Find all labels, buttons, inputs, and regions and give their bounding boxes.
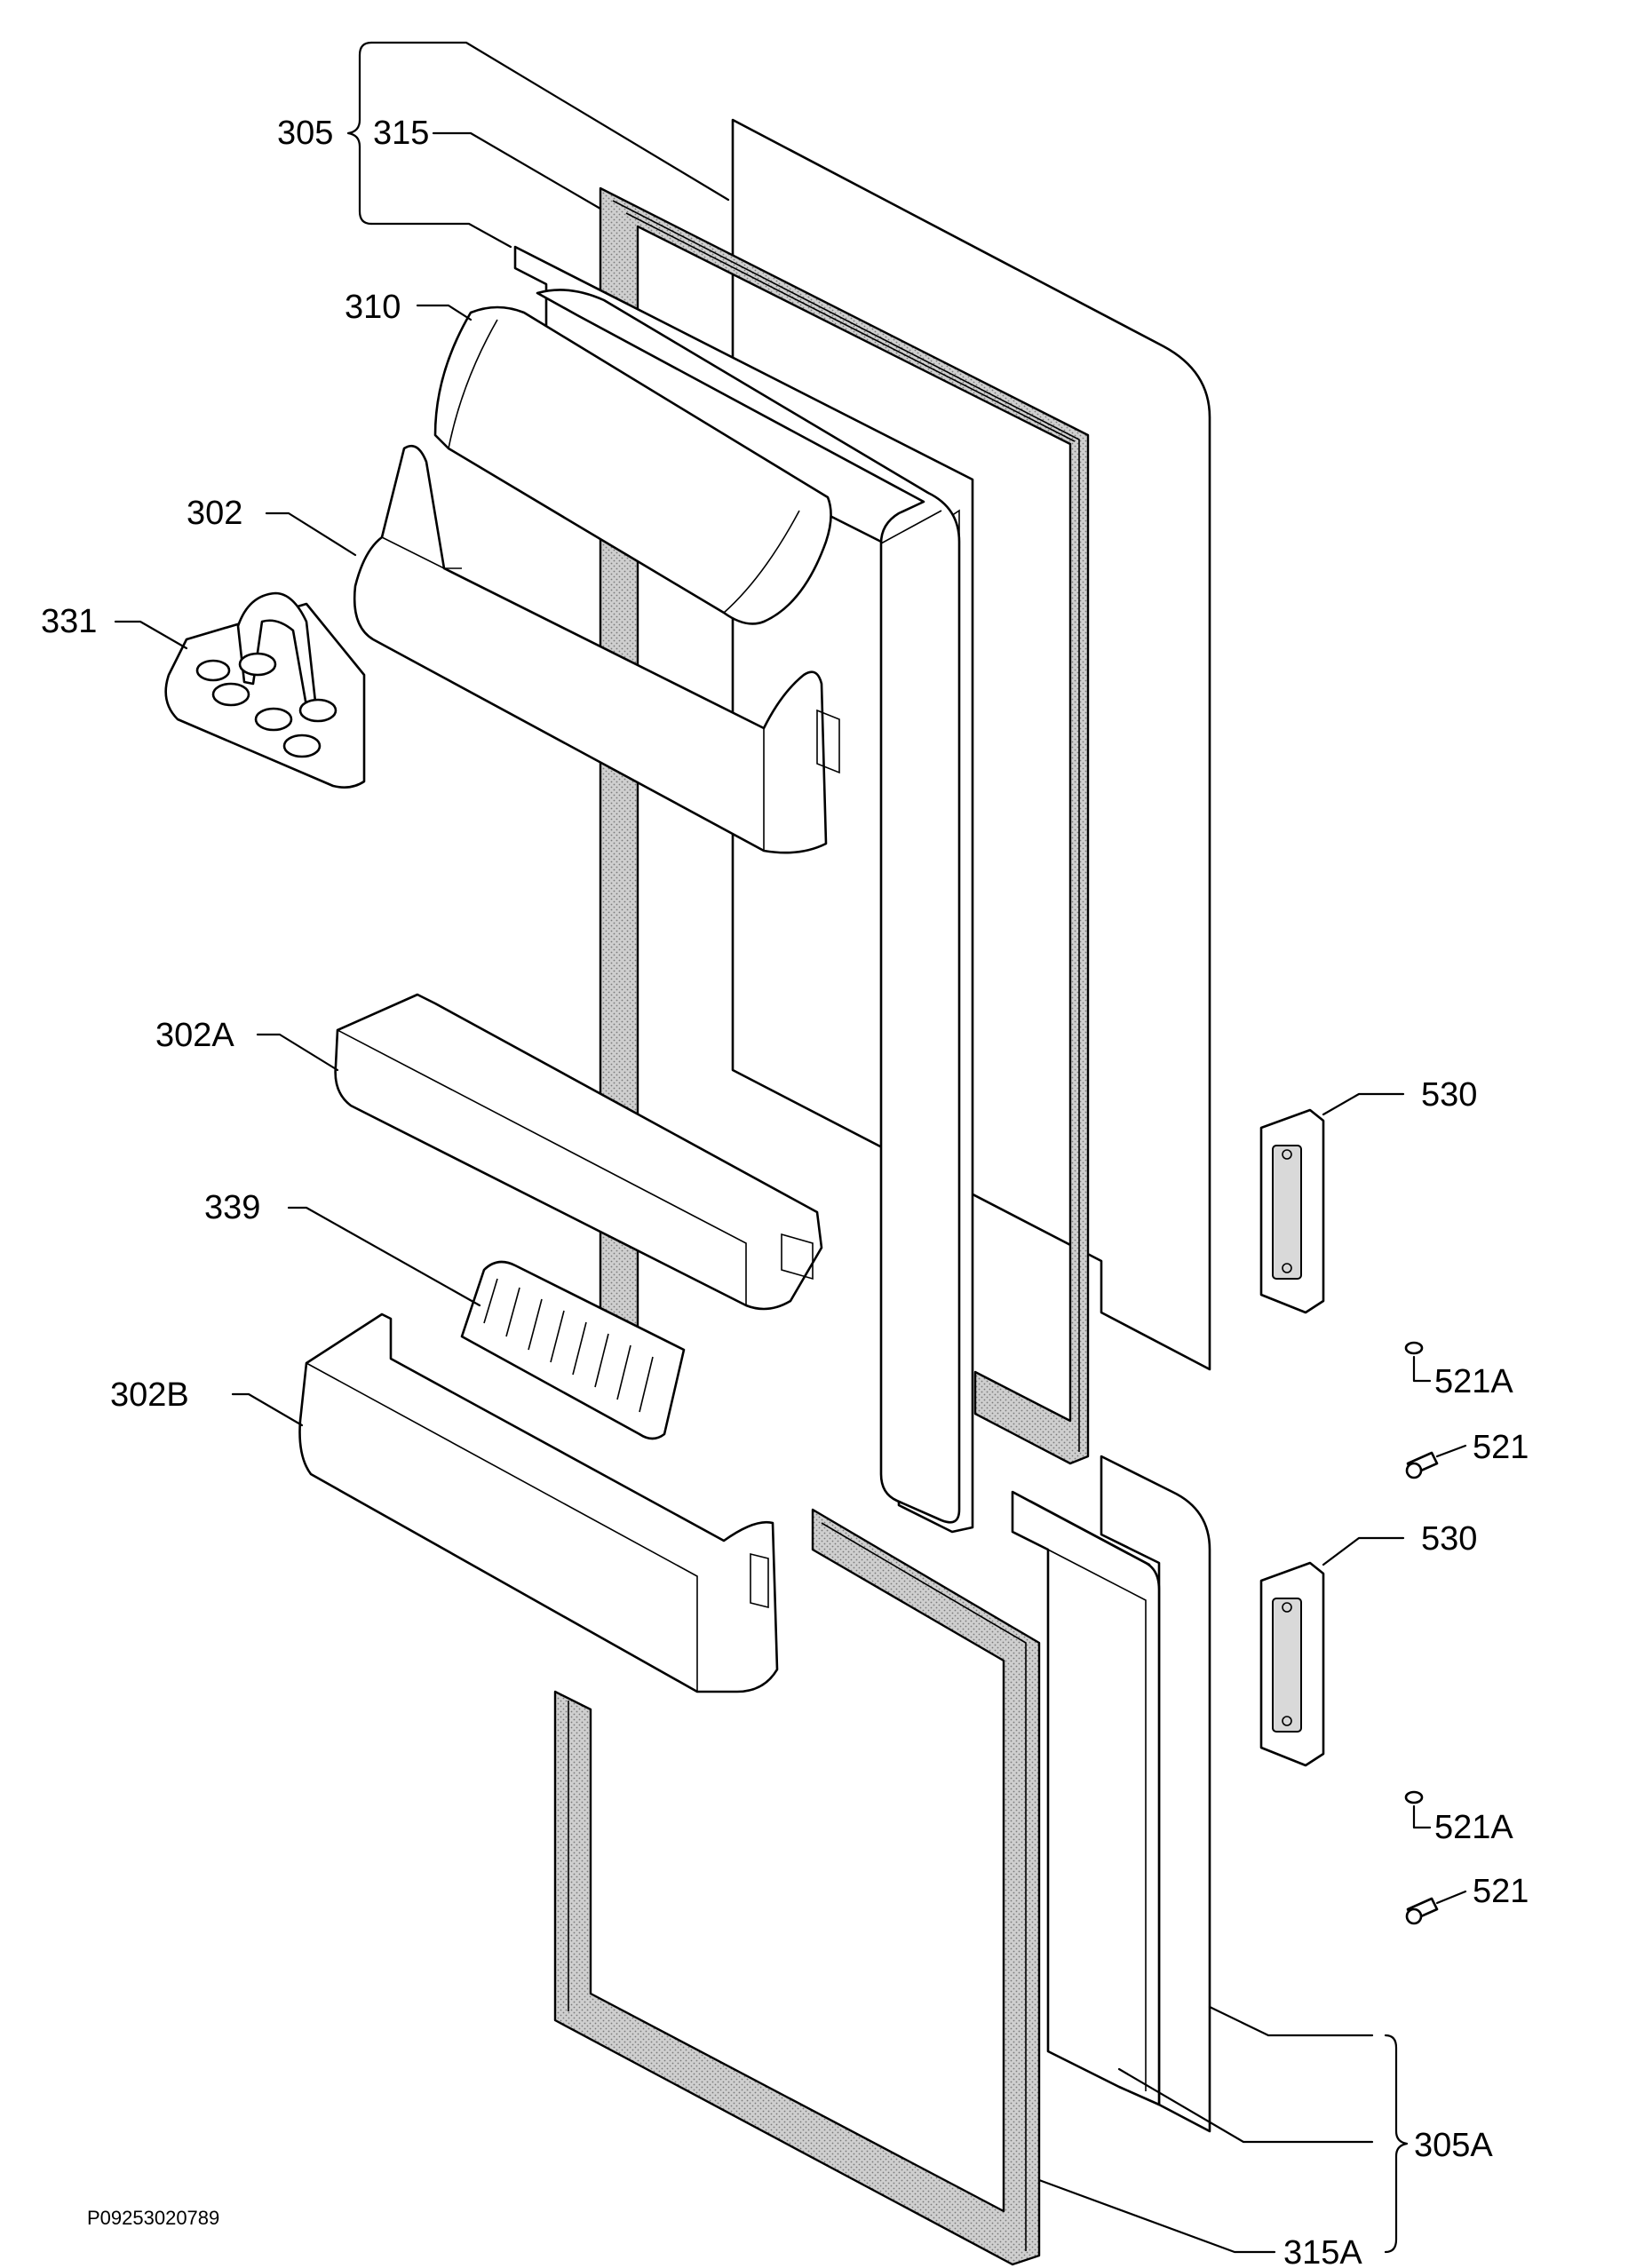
washer-upper-521A <box>1404 1341 1424 1355</box>
callout-302B: 302B <box>110 1376 189 1414</box>
callout-331: 331 <box>41 603 97 640</box>
screw-upper-521 <box>1405 1451 1439 1479</box>
washer-lower-521A <box>1404 1790 1424 1804</box>
callout-339: 339 <box>204 1189 260 1226</box>
callout-521-lower: 521 <box>1473 1873 1529 1910</box>
door-shelf-302 <box>353 444 840 854</box>
callout-315A: 315A <box>1283 2234 1362 2268</box>
callout-521-upper: 521 <box>1473 1429 1529 1466</box>
callout-521A-lower: 521A <box>1434 1809 1513 1846</box>
callout-302A: 302A <box>155 1017 234 1054</box>
callout-305A: 305A <box>1414 2127 1493 2164</box>
egg-tray-331 <box>164 591 366 789</box>
leader-lines <box>114 41 1467 2254</box>
door-shelf-302B <box>298 1312 779 1693</box>
callout-521A-upper: 521A <box>1434 1363 1513 1400</box>
callout-labels: 305 315 310 302 331 302A 339 302B 530 52… <box>41 115 1529 2268</box>
hinge-cover-lower-530 <box>1259 1561 1325 1767</box>
document-id: P09253020789 <box>87 2207 219 2229</box>
screw-lower-521 <box>1405 1897 1439 1925</box>
door-inner-frame <box>536 289 961 1524</box>
lower-door-inner-liner <box>1011 1490 1161 2106</box>
callout-530-lower: 530 <box>1421 1520 1477 1558</box>
lower-door-gasket <box>553 1508 1041 2266</box>
bottle-rack-339 <box>460 1260 686 1440</box>
dairy-compartment-flap-310 <box>433 305 832 625</box>
callout-302: 302 <box>187 495 242 532</box>
hinge-cover-upper-530 <box>1259 1108 1325 1314</box>
callout-315: 315 <box>373 115 429 152</box>
callout-310: 310 <box>345 289 401 326</box>
door-shelf-302A <box>334 993 823 1311</box>
callout-305: 305 <box>277 115 333 152</box>
callout-530-upper: 530 <box>1421 1076 1477 1114</box>
